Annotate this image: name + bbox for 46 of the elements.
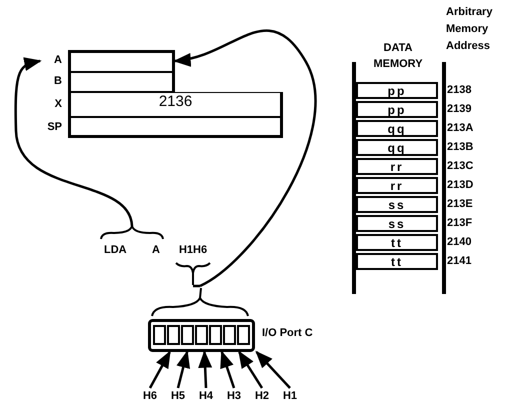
arrow (238, 350, 264, 389)
memory-heading: DATA MEMORY (372, 41, 424, 72)
register-field: 2136 (68, 92, 283, 117)
memory-cell: pp (356, 82, 438, 99)
memory-cell: qq (356, 139, 438, 156)
arrow (255, 350, 291, 389)
memory-cell: rr (356, 158, 438, 175)
column-heading: Arbitrary Memory Address (446, 5, 494, 54)
pin-label: H1 (282, 390, 298, 402)
register-name: A (54, 54, 62, 66)
pin-label: H6 (142, 390, 158, 402)
memory-cell: ss (356, 196, 438, 213)
memory-address: 213C (447, 160, 474, 172)
instruction-text: A (152, 244, 160, 256)
register-name: X (54, 98, 62, 110)
arrow (14, 57, 134, 226)
memory-cell: tt (356, 253, 438, 270)
arrow (173, 30, 317, 288)
bit-range-text: H1H6 (178, 244, 208, 256)
arrow (176, 350, 190, 388)
memory-cell: qq (356, 120, 438, 137)
instruction-text: LDA (104, 244, 127, 256)
memory-cell: ss (356, 215, 438, 232)
port-name: I/O Port C (262, 327, 313, 339)
arrow (220, 350, 236, 388)
memory-address: 213A (447, 122, 474, 134)
memory-address: 213E (447, 198, 473, 210)
register-name: B (54, 75, 62, 87)
pin-label: H4 (198, 390, 214, 402)
arrow (148, 350, 171, 389)
memory-address: 2139 (447, 103, 472, 115)
memory-address: 213D (447, 179, 474, 191)
memory-cell: pp (356, 101, 438, 118)
memory-address: 2138 (447, 84, 472, 96)
leader-line (193, 284, 200, 288)
memory-address: 2140 (447, 236, 472, 248)
pin-label: H5 (170, 390, 186, 402)
memory-cell: tt (356, 234, 438, 251)
memory-address: 213B (447, 141, 474, 153)
register-name: SP (47, 120, 62, 132)
memory-address: 2141 (447, 255, 472, 267)
memory-address: 213F (447, 217, 472, 229)
memory-cell: rr (356, 177, 438, 194)
pin-label: H3 (226, 390, 242, 402)
arrow (198, 350, 212, 388)
pin-label: H2 (254, 390, 270, 402)
